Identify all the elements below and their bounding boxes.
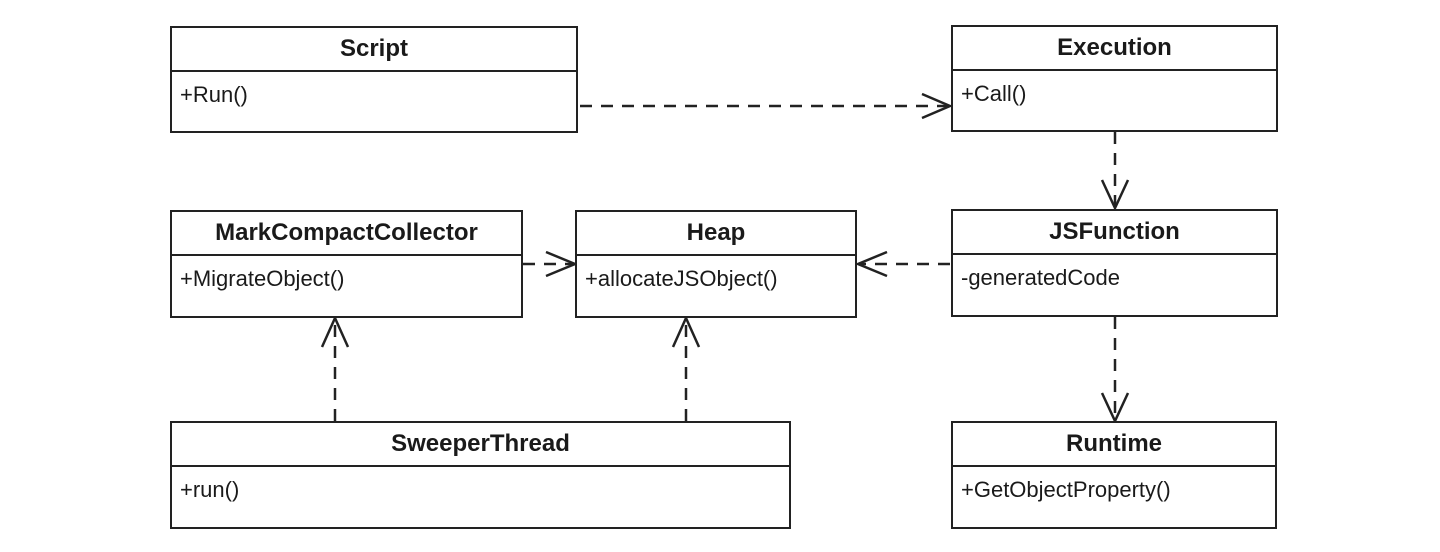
- class-jsfunction[interactable]: JSFunction -generatedCode: [951, 209, 1278, 317]
- class-member: +GetObjectProperty(): [961, 477, 1171, 502]
- dependency-markcompactcollector-to-heap: [523, 250, 579, 278]
- open-arrowhead: [320, 314, 350, 348]
- class-runtime[interactable]: Runtime +GetObjectProperty(): [951, 421, 1277, 529]
- open-arrowhead: [854, 250, 888, 278]
- class-script[interactable]: Script +Run(): [170, 26, 578, 133]
- class-name: Execution: [953, 27, 1276, 71]
- class-name: SweeperThread: [172, 423, 789, 467]
- class-name: JSFunction: [953, 211, 1276, 255]
- class-name: MarkCompactCollector: [172, 212, 521, 256]
- class-name: Heap: [577, 212, 855, 256]
- class-sweeperthread[interactable]: SweeperThread +run(): [170, 421, 791, 529]
- class-member: +MigrateObject(): [180, 266, 345, 291]
- class-member: -generatedCode: [961, 265, 1121, 290]
- class-markcompactcollector[interactable]: MarkCompactCollector +MigrateObject(): [170, 210, 523, 318]
- class-member: +Run(): [180, 82, 248, 107]
- dependency-execution-to-jsfunction: [1100, 132, 1130, 211]
- class-member: +allocateJSObject(): [585, 266, 778, 291]
- dependency-sweeperthread-to-markcompactcollector: [320, 314, 350, 421]
- class-member: +Call(): [961, 81, 1027, 106]
- class-member: +run(): [180, 477, 240, 502]
- class-name: Runtime: [953, 423, 1275, 467]
- dependency-script-to-execution: [580, 92, 954, 120]
- dependency-jsfunction-to-runtime: [1100, 317, 1130, 424]
- class-execution[interactable]: Execution +Call(): [951, 25, 1278, 132]
- class-name: Script: [172, 28, 576, 72]
- class-heap[interactable]: Heap +allocateJSObject(): [575, 210, 857, 318]
- open-arrowhead: [921, 92, 954, 120]
- dependency-jsfunction-to-heap: [854, 250, 950, 278]
- dependency-sweeperthread-to-heap: [671, 314, 701, 421]
- open-arrowhead: [1100, 179, 1130, 211]
- open-arrowhead: [671, 314, 701, 348]
